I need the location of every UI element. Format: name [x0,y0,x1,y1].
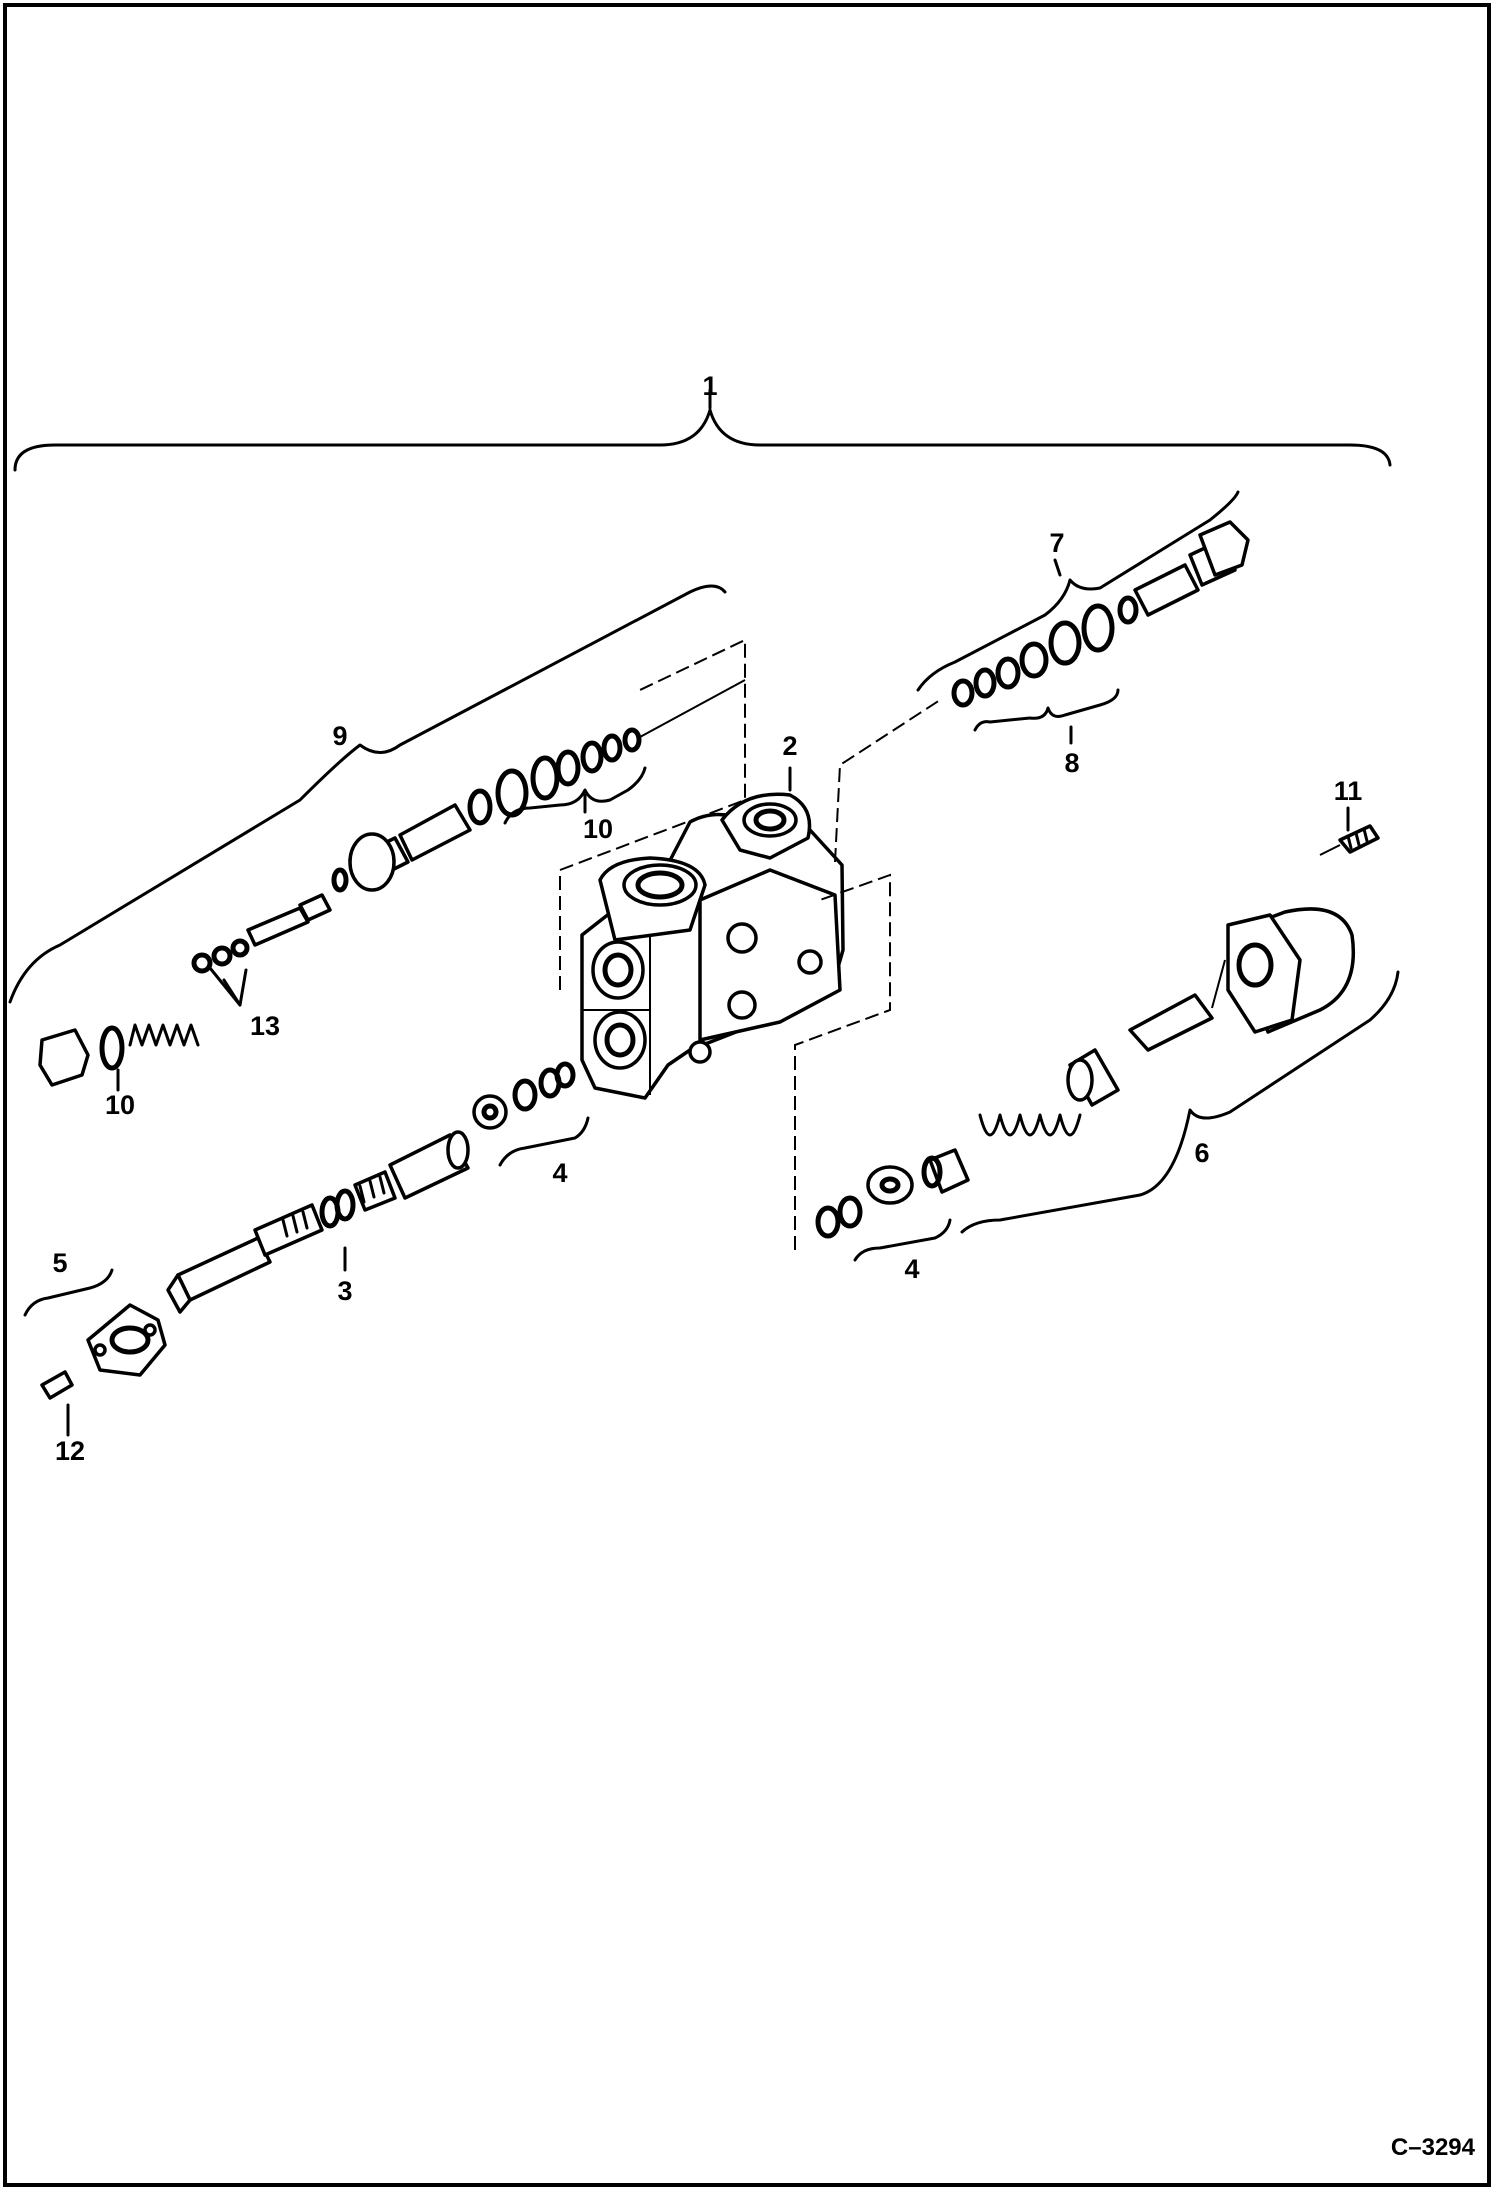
spool-assembly [166,1061,576,1314]
callout-7: 7 [1049,528,1064,558]
callout-4-right: 4 [904,1254,919,1284]
callout-13: 13 [250,1011,280,1041]
callout-9: 9 [332,721,347,751]
brace-4-right [853,1218,952,1262]
brace-4-left [498,1116,590,1167]
valve-body [580,792,845,1100]
drawing-border [3,3,1491,2187]
alignment-lines-right [794,873,891,1250]
figure-id: C–3294 [1391,2134,1476,2161]
brace-5 [23,1268,114,1317]
callout-1: 1 [702,371,717,401]
callout-6: 6 [1194,1138,1209,1168]
callout-2: 2 [782,731,797,761]
brace-7 [916,490,1240,692]
relief-valve-right [951,520,1250,708]
brace-8 [973,688,1120,732]
alignment-line-upper-right [834,699,941,863]
end-cap-flange [40,1303,167,1400]
callout-10-upper: 10 [583,814,613,844]
callout-12: 12 [55,1436,85,1466]
callout-11: 11 [1334,776,1363,806]
brace-1 [13,408,1392,472]
callout-8: 8 [1064,748,1079,778]
callout-3: 3 [337,1276,352,1306]
alignment-lines-left [559,638,746,990]
brace-9 [8,584,727,1004]
relief-valve-left [38,679,746,1087]
callout-5: 5 [52,1248,67,1278]
callout-4-left: 4 [552,1158,567,1188]
callout-10-lower: 10 [105,1090,135,1120]
brace-6 [960,970,1400,1234]
spring-cap-assembly [815,824,1380,1239]
